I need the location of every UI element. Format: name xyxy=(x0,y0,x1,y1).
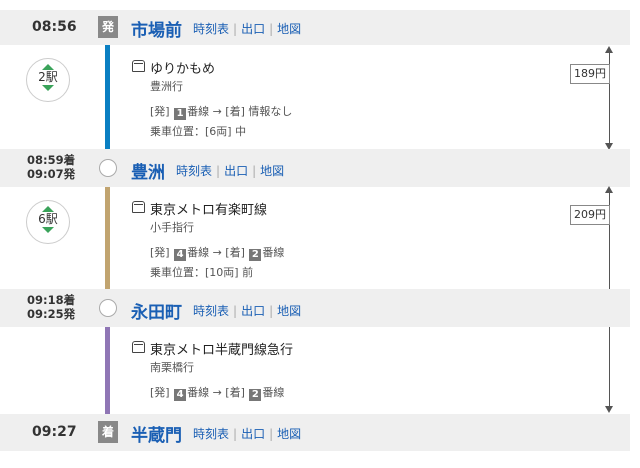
departure-badge: 発 xyxy=(98,16,118,38)
yurikamome-line-segment xyxy=(105,31,110,164)
stop-count: 2駅 xyxy=(38,70,58,84)
station-name[interactable]: 豊洲 xyxy=(131,163,165,183)
expand-down-icon xyxy=(42,227,54,233)
timetable-link[interactable]: 時刻表 xyxy=(176,164,213,178)
station-links: 時刻表|出口|地図 xyxy=(193,22,302,36)
arrival-platform: 2 xyxy=(249,389,262,401)
map-link[interactable]: 地図 xyxy=(277,427,302,441)
station-row-shijomae: 08:56 発 市場前 時刻表|出口|地図 xyxy=(0,10,630,45)
expand-up-icon xyxy=(42,64,54,70)
boarding-position: 乗車位置：[10両] 前 xyxy=(150,266,254,279)
exit-link[interactable]: 出口 xyxy=(224,164,249,178)
arrival-departure-time: 08:59着 09:07発 xyxy=(27,153,75,181)
hanzomon-line-segment xyxy=(105,318,110,422)
train-icon xyxy=(132,341,145,353)
timetable-link[interactable]: 時刻表 xyxy=(193,304,230,318)
station-name[interactable]: 半蔵門 xyxy=(131,426,182,446)
departure-time: 09:25発 xyxy=(27,307,76,321)
station-links: 時刻表|出口|地図 xyxy=(193,427,302,441)
fare-badge: 189円 xyxy=(570,64,610,84)
yurakucho-line-segment xyxy=(105,175,110,308)
exit-link[interactable]: 出口 xyxy=(241,22,266,36)
stop-count-toggle[interactable]: 2駅 xyxy=(26,58,70,102)
fare-badge: 209円 xyxy=(570,205,610,225)
exit-link[interactable]: 出口 xyxy=(241,427,266,441)
stop-count: 6駅 xyxy=(38,212,58,226)
expand-down-icon xyxy=(42,85,54,91)
map-link[interactable]: 地図 xyxy=(277,22,302,36)
direction: 南栗橋行 xyxy=(150,361,194,374)
station-row-toyosu: 08:59着 09:07発 豊洲 時刻表|出口|地図 xyxy=(0,149,630,187)
arrival-badge: 着 xyxy=(98,421,118,443)
departure-time: 09:07発 xyxy=(27,167,76,181)
line-name: 東京メトロ半蔵門線急行 xyxy=(150,343,294,358)
departure-platform: 1 xyxy=(174,108,187,120)
departure-platform: 4 xyxy=(174,389,187,401)
stop-count-toggle[interactable]: 6駅 xyxy=(26,200,70,244)
station-name[interactable]: 市場前 xyxy=(131,21,182,41)
arrival-departure-time: 09:18着 09:25発 xyxy=(27,293,75,321)
timetable-link[interactable]: 時刻表 xyxy=(193,22,230,36)
boarding-position: 乗車位置：[6両] 中 xyxy=(150,125,247,138)
arrival-time: 09:27 xyxy=(32,424,77,440)
direction: 豊洲行 xyxy=(150,80,183,93)
station-links: 時刻表|出口|地図 xyxy=(176,164,285,178)
expand-up-icon xyxy=(42,206,54,212)
station-row-nagatacho: 09:18着 09:25発 永田町 時刻表|出口|地図 xyxy=(0,289,630,327)
line-name: 東京メトロ有楽町線 xyxy=(150,203,268,218)
direction: 小手指行 xyxy=(150,221,194,234)
exit-link[interactable]: 出口 xyxy=(241,304,266,318)
train-icon xyxy=(132,60,145,72)
arrival-time: 08:59着 xyxy=(27,153,76,167)
line-name: ゆりかもめ xyxy=(150,62,216,77)
fare-range-arrow-up-icon xyxy=(605,186,613,193)
timetable-link[interactable]: 時刻表 xyxy=(193,427,230,441)
departure-time: 08:56 xyxy=(32,19,77,35)
arrival-platform: 2 xyxy=(249,249,262,261)
station-name[interactable]: 永田町 xyxy=(131,303,182,323)
fare-range-arrow-down-icon xyxy=(605,406,613,413)
fare-range-arrow-up-icon xyxy=(605,46,613,53)
fare-range-line xyxy=(609,52,610,144)
train-icon xyxy=(132,201,145,213)
departure-platform: 4 xyxy=(174,249,187,261)
transfer-marker xyxy=(99,159,117,177)
map-link[interactable]: 地図 xyxy=(260,164,285,178)
transfer-marker xyxy=(99,299,117,317)
arrival-time: 09:18着 xyxy=(27,293,76,307)
fare-range-arrow-down-icon xyxy=(605,143,613,150)
station-row-hanzomon: 09:27 着 半蔵門 時刻表|出口|地図 xyxy=(0,414,630,451)
station-links: 時刻表|出口|地図 xyxy=(193,304,302,318)
map-link[interactable]: 地図 xyxy=(277,304,302,318)
